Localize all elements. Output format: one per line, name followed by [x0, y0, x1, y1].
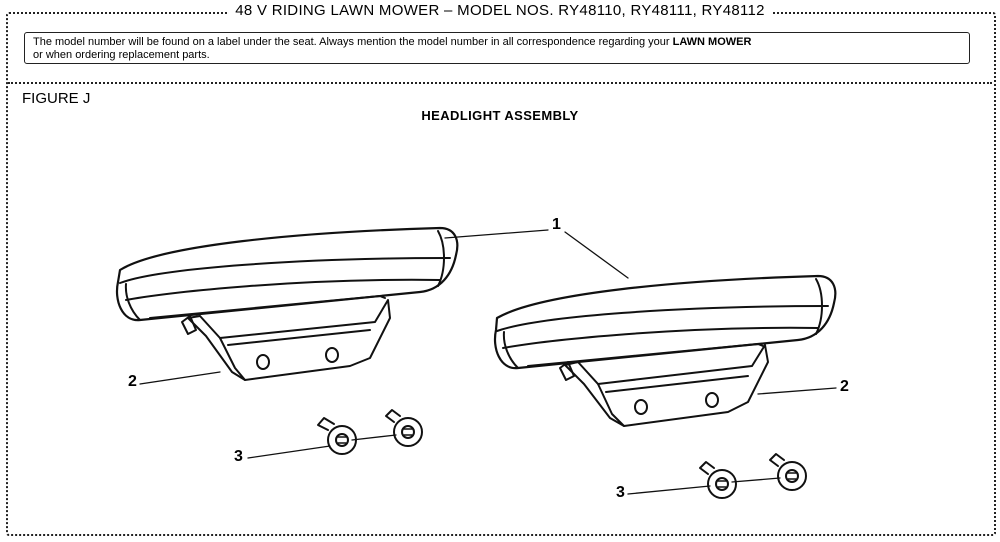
- page-header: 48 V RIDING LAWN MOWER – MODEL NOS. RY48…: [0, 2, 1000, 19]
- headlight-right: [493, 274, 837, 427]
- screw-pair-right: [699, 453, 807, 499]
- notice-text: The model number will be found on a labe…: [33, 36, 673, 48]
- leader-lines: [139, 229, 837, 495]
- callout-2-left: 2: [128, 373, 137, 390]
- notice-bold-text: LAWN MOWER: [672, 36, 752, 48]
- callout-3-right: 3: [616, 484, 625, 501]
- callout-2-right: 2: [840, 378, 849, 395]
- assembly-title: HEADLIGHT ASSEMBLY: [421, 108, 579, 123]
- model-number-notice: The model number will be found on a labe…: [24, 32, 970, 64]
- header-title: 48 V RIDING LAWN MOWER – MODEL NOS. RY48…: [227, 2, 773, 19]
- callout-3-left: 3: [234, 448, 243, 465]
- notice-text-line2: or when ordering replacement parts.: [33, 49, 210, 61]
- screw-pair-left: [317, 409, 423, 455]
- figure-label: FIGURE J: [22, 90, 91, 107]
- section-divider: [8, 82, 992, 84]
- headlight-left: [115, 226, 459, 381]
- callout-1: 1: [552, 216, 561, 233]
